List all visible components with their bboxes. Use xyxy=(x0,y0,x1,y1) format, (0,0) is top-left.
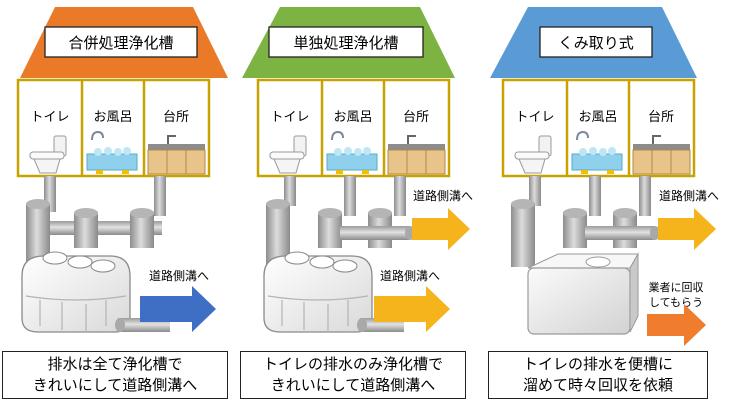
panel-title: 単独処理浄化槽 xyxy=(293,34,398,52)
outlet-pipe-end xyxy=(115,318,125,332)
kitchen-sink-icon xyxy=(632,135,691,175)
caption-line-2: きれいにして道路側溝へ xyxy=(32,376,198,394)
bathtub-icon xyxy=(326,130,378,174)
title-box xyxy=(268,26,424,58)
discharge-arrow-lower xyxy=(374,286,450,332)
outlet-pipe-end xyxy=(357,318,367,332)
toilet-icon xyxy=(269,135,307,174)
arrow-label-upper: 道路側溝へ xyxy=(413,188,473,203)
holding-tank xyxy=(527,252,639,335)
room-label-kitchen: 台所 xyxy=(403,110,429,125)
kitchen-sink-icon xyxy=(387,135,446,175)
bathtub-icon xyxy=(86,130,138,174)
room-label-bath: お風呂 xyxy=(93,110,132,125)
arrow-label-upper: 道路側溝へ xyxy=(659,188,719,203)
septic-tank xyxy=(21,251,131,333)
septic-tank xyxy=(263,251,373,333)
toilet-icon xyxy=(514,135,552,174)
caption-line-2: 溜めて時々回収を依頼 xyxy=(522,376,673,394)
arrow-label: 道路側溝へ xyxy=(149,268,209,283)
caption-box-combined: 排水は全て浄化槽で きれいにして道路側溝へ xyxy=(2,351,228,399)
collection-arrow xyxy=(647,304,706,346)
room-label-toilet: トイレ xyxy=(270,110,309,125)
room-label-bath: お風呂 xyxy=(578,110,617,125)
panel-pit-toilet: くみ取り式 トイレ お風呂 台所 xyxy=(490,7,719,346)
caption-box-pit-toilet: トイレの排水を便槽に 溜めて時々回収を依頼 xyxy=(488,351,708,399)
panel-title: くみ取り式 xyxy=(558,34,634,52)
arrow-label-lower: 道路側溝へ xyxy=(380,268,440,283)
kitchen-sink-icon xyxy=(147,135,206,175)
discharge-arrow-upper xyxy=(658,208,716,250)
drain-pipes xyxy=(511,176,660,267)
room-label-toilet: トイレ xyxy=(515,110,554,125)
title-box xyxy=(44,26,198,58)
room-label-bath: お風呂 xyxy=(333,110,372,125)
arrow-label-lower-2: してもらう xyxy=(649,296,703,309)
toilet-icon xyxy=(29,135,67,174)
caption-line-1: トイレの排水のみ浄化槽で xyxy=(262,355,443,373)
room-label-kitchen: 台所 xyxy=(163,110,189,125)
bathtub-icon xyxy=(571,130,623,174)
drain-pipes xyxy=(266,176,415,267)
panel-combined-septic: 合併処理浄化槽 トイレ お風呂 台所 xyxy=(16,7,228,333)
caption-line-1: トイレの排水を便槽に xyxy=(522,355,673,373)
caption-line-2: きれいにして道路側溝へ xyxy=(270,376,436,394)
room-label-kitchen: 台所 xyxy=(648,110,674,125)
discharge-arrow xyxy=(140,286,216,332)
arrow-label-lower-1: 業者に回収 xyxy=(649,281,704,294)
room-label-toilet: トイレ xyxy=(30,110,69,125)
discharge-arrow-upper xyxy=(412,208,470,250)
caption-line-1: 排水は全て浄化槽で xyxy=(47,355,183,373)
panel-toilet-only-septic: 単独処理浄化槽 トイレ お風呂 台所 xyxy=(242,7,473,333)
panel-title: 合併処理浄化槽 xyxy=(68,34,173,52)
caption-box-toilet-only: トイレの排水のみ浄化槽で きれいにして道路側溝へ xyxy=(240,351,466,399)
title-box xyxy=(539,26,653,58)
